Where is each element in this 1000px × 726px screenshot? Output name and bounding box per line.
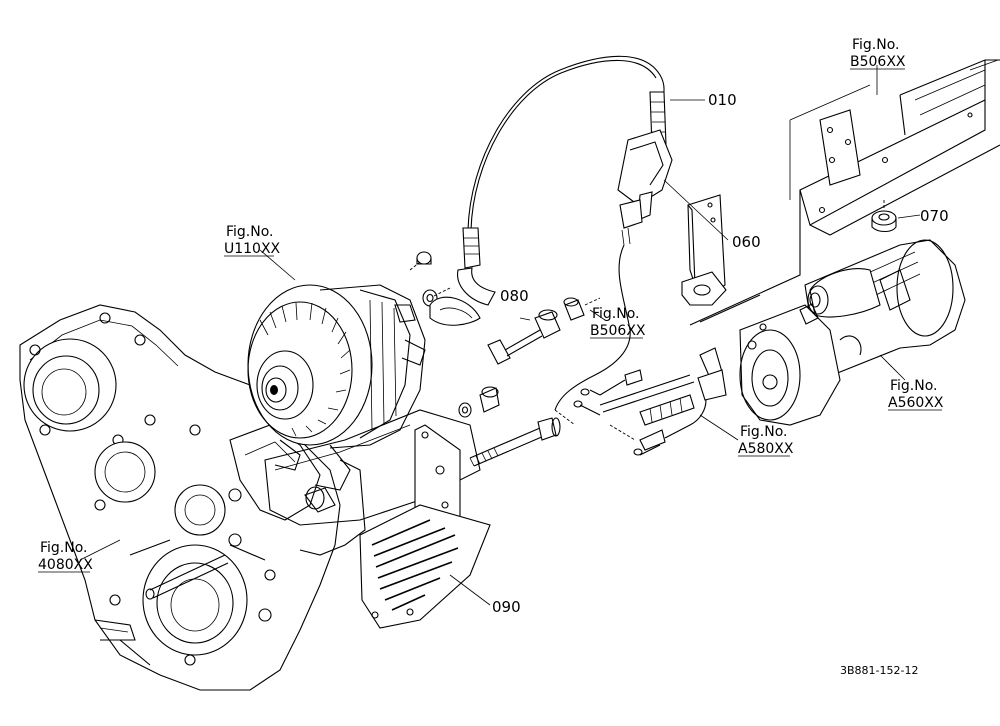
callout-010: 010	[708, 91, 737, 109]
bracket-060	[681, 194, 727, 306]
bolt	[469, 417, 561, 467]
figref-u110-line1: Fig.No.	[226, 224, 274, 240]
callout-070: 070	[920, 207, 949, 225]
figref-u110-line2: U110XX	[224, 241, 281, 257]
figref-a580-line2: A580XX	[738, 441, 794, 457]
heat-shield-090	[359, 504, 491, 629]
figref-b506-mid-line2: B506XX	[590, 323, 646, 339]
figref-b506-mid-line1: Fig.No.	[592, 306, 640, 322]
gear-case	[19, 304, 341, 691]
figref-4080: Fig.No. 4080XX	[38, 540, 93, 573]
leader-lines	[79, 65, 921, 606]
figref-b506-top-line1: Fig.No.	[852, 37, 900, 53]
figref-a580-line1: Fig.No.	[740, 424, 788, 440]
figref-4080-line1: Fig.No.	[40, 540, 88, 556]
figref-b506-top: Fig.No. B506XX	[850, 37, 906, 70]
frame	[689, 59, 1000, 326]
cable-010	[429, 55, 673, 426]
figref-b506-top-line2: B506XX	[850, 54, 906, 70]
alternator	[247, 284, 426, 491]
figref-a580: Fig.No. A580XX	[738, 424, 794, 457]
callout-080: 080	[500, 287, 529, 305]
wire-harness	[573, 347, 727, 456]
callout-060: 060	[732, 233, 761, 251]
starter-motor	[739, 239, 966, 426]
figref-b506-mid: Fig.No. B506XX	[590, 306, 646, 339]
figref-u110: Fig.No. U110XX	[224, 224, 281, 257]
figref-a560-line2: A560XX	[888, 395, 944, 411]
figref-4080-line2: 4080XX	[38, 557, 93, 573]
figref-a560: Fig.No. A560XX	[888, 378, 944, 411]
nut-070	[871, 200, 897, 233]
knob-080	[487, 297, 601, 365]
callout-090: 090	[492, 598, 521, 616]
figref-a560-line1: Fig.No.	[890, 378, 938, 394]
diagram-code: 3B881-152-12	[840, 664, 918, 677]
